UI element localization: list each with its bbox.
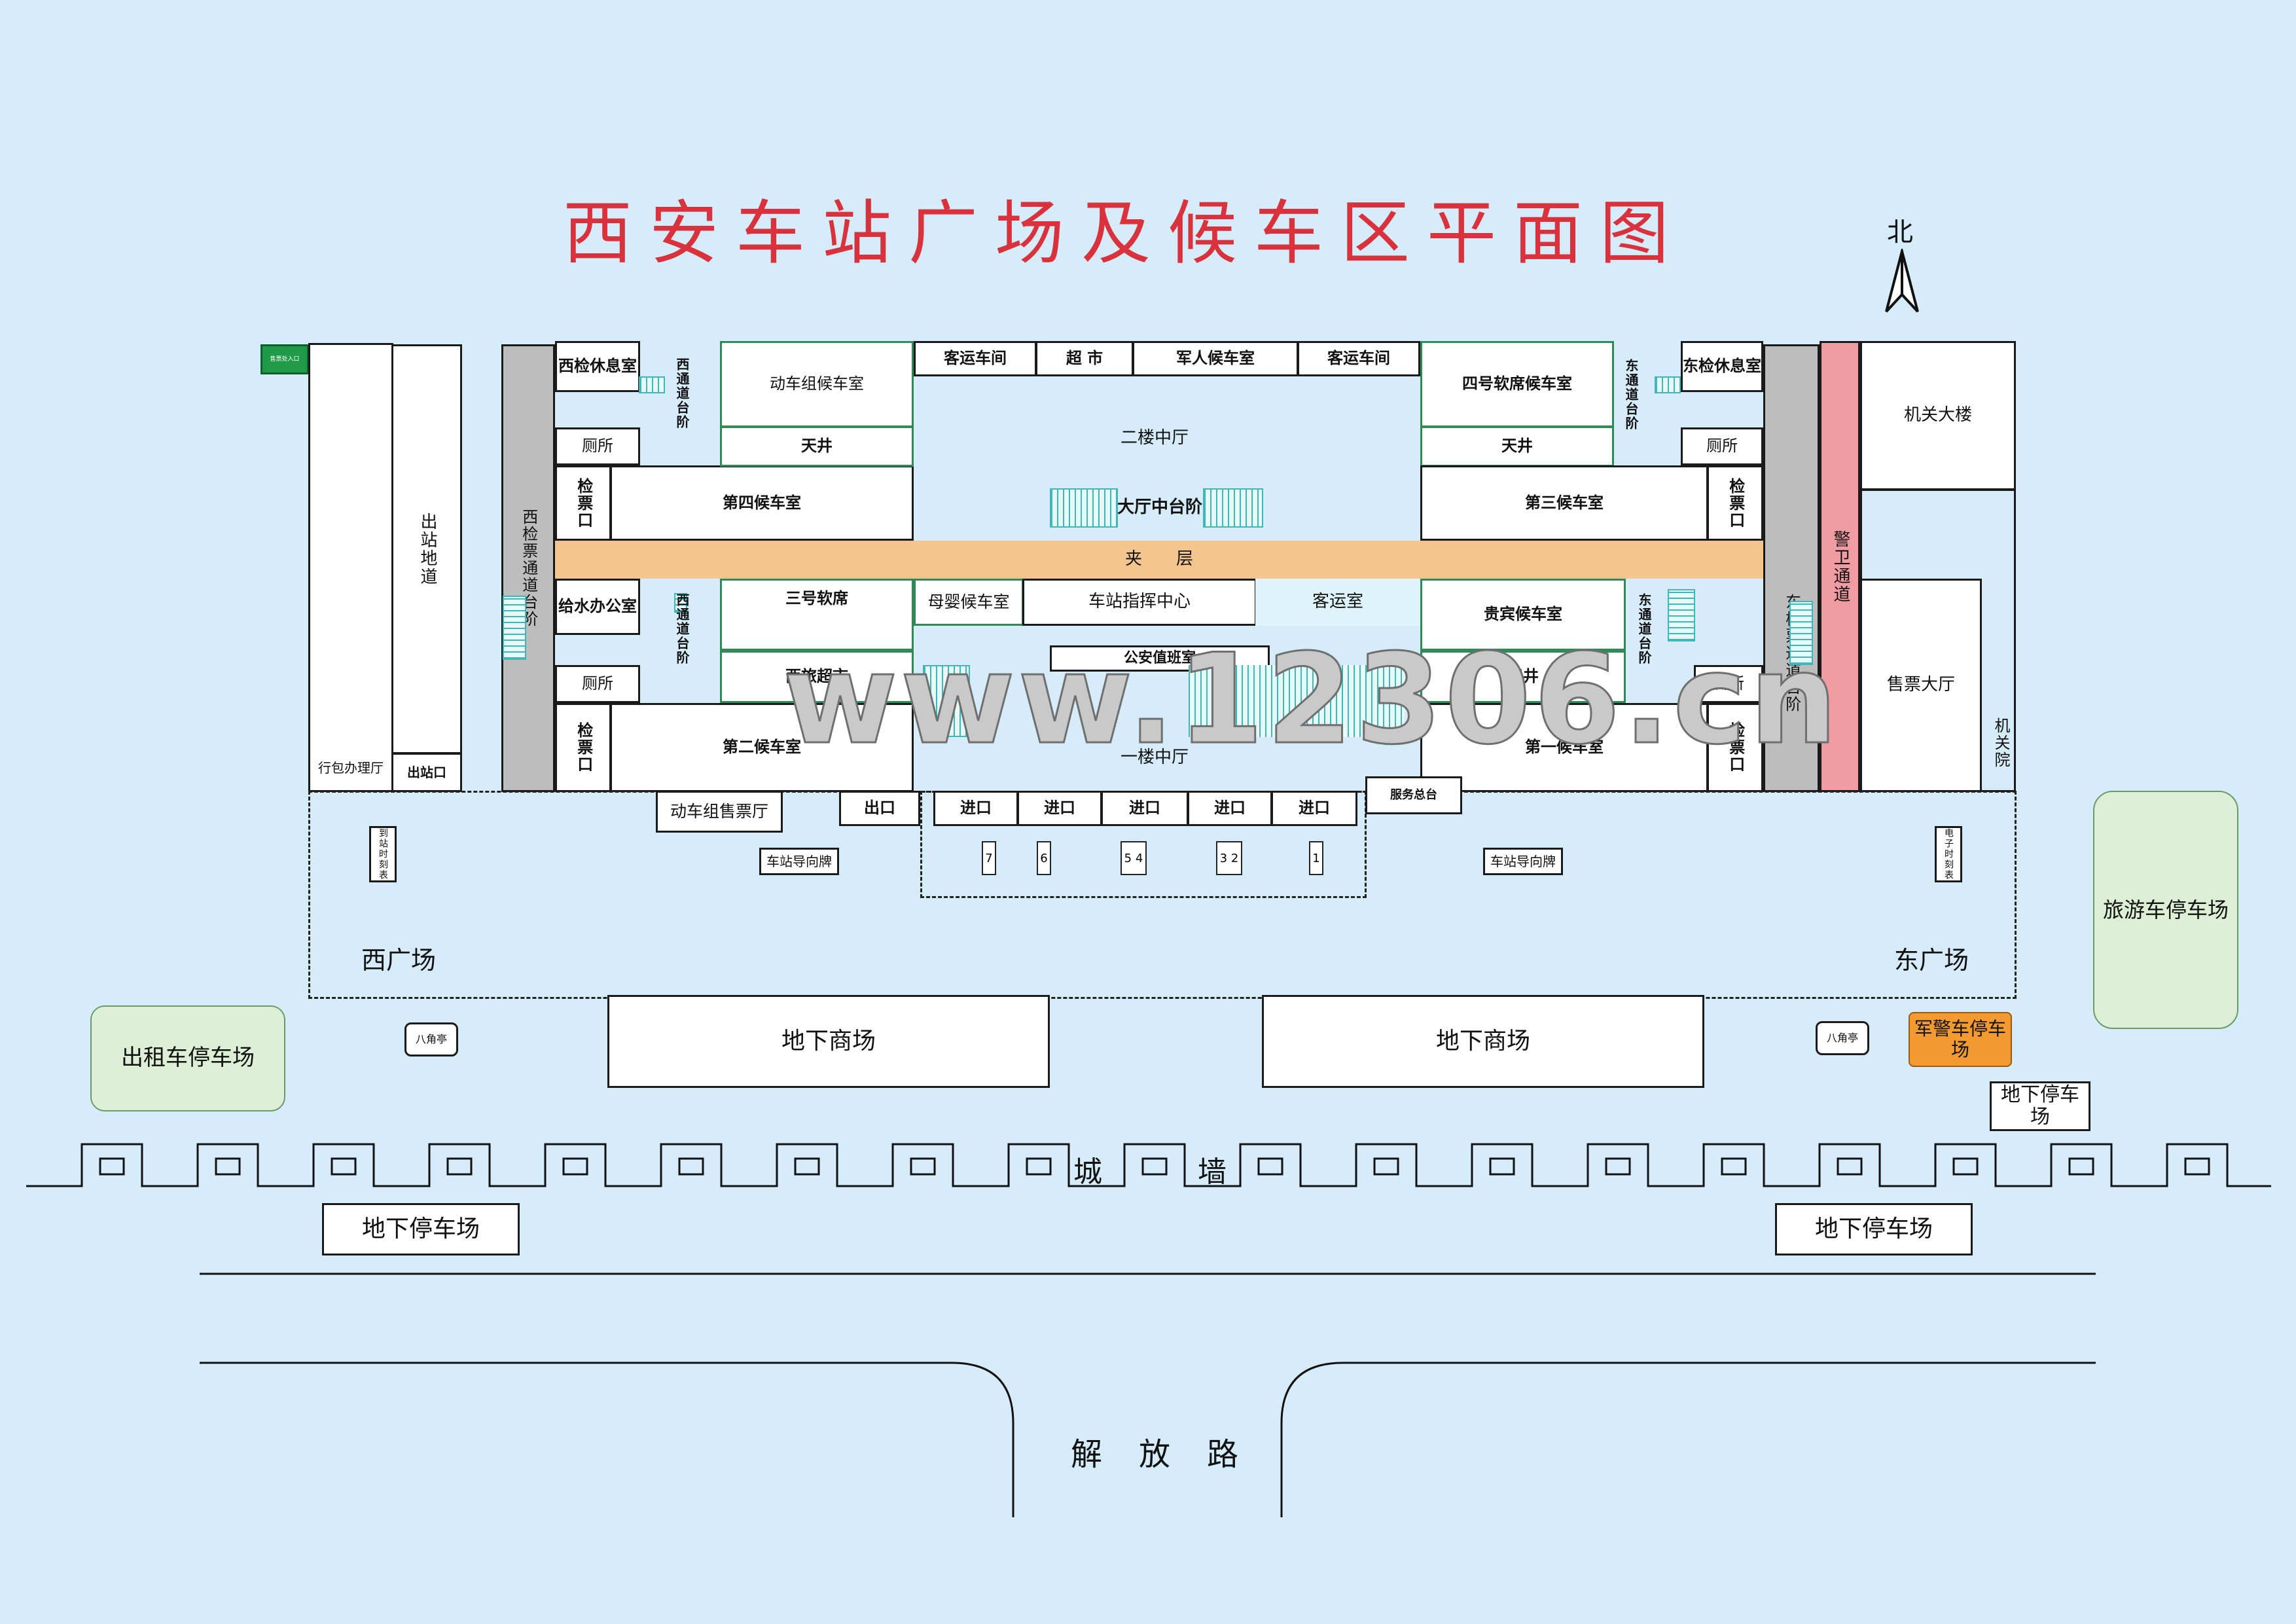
service-desk: 服务总台 xyxy=(1365,776,1462,814)
central-steps-left xyxy=(1050,488,1118,528)
west-steps-top: 西通道台阶 xyxy=(674,357,690,429)
police-parking: 军警车停车场 xyxy=(1909,1012,2012,1067)
east-steps-top-icon xyxy=(1655,376,1681,393)
military-waiting-room: 军人候车室 xyxy=(1132,341,1299,376)
east-plaza: 东广场 xyxy=(1894,946,1969,975)
second-floor-hall: 二楼中厅 xyxy=(1121,428,1189,448)
north-arrow-icon xyxy=(1885,249,1919,313)
check-gate-sw: 检票口 xyxy=(555,703,611,792)
gate-number-5-4: 5 4 xyxy=(1121,841,1147,875)
emu-waiting-room: 动车组候车室 xyxy=(720,341,914,427)
timetable-west: 到站时刻表 xyxy=(369,826,397,882)
entrance-4: 进口 xyxy=(1187,791,1272,826)
police-duty-room: 公安值班室 xyxy=(1050,645,1270,672)
hall-stairs-right xyxy=(1189,665,1405,737)
gate-number-6: 6 xyxy=(1037,841,1051,875)
toilet-sw: 厕所 xyxy=(555,665,640,703)
check-gate-ne: 检票口 xyxy=(1707,465,1763,541)
east-rest-room: 东检休息室 xyxy=(1681,341,1763,392)
timetable-east: 电子时刻表 xyxy=(1935,826,1962,882)
map-title: 西安车站广场及候车区平面图 xyxy=(563,193,1686,274)
passenger-room-2: 客运车间 xyxy=(1297,341,1420,376)
hall-stairs-left xyxy=(923,665,970,737)
city-wall-label-2: 墙 xyxy=(1198,1155,1227,1189)
passenger-service-room: 客运室 xyxy=(1255,579,1420,626)
east-corridor-stairs xyxy=(1789,601,1813,665)
gate-number-1: 1 xyxy=(1309,841,1323,875)
outlet-tunnel: 出站地道 xyxy=(391,344,462,754)
ticket-entrance-small: 售票处入口 xyxy=(260,344,309,374)
gate-number-7: 7 xyxy=(982,841,996,875)
central-steps-right xyxy=(1203,488,1263,528)
mother-baby-room: 母婴候车室 xyxy=(914,579,1024,626)
taxi-parking: 出租车停车场 xyxy=(90,1005,285,1111)
west-steps-bottom: 西通道台阶 xyxy=(674,593,690,665)
west-plaza: 西广场 xyxy=(361,946,437,975)
west-travel-market: 西旅超市 xyxy=(720,651,914,703)
supermarket: 超 市 xyxy=(1035,341,1134,376)
north-label: 北 xyxy=(1887,217,1913,247)
gate-number-3-2: 3 2 xyxy=(1216,841,1242,875)
city-wall-label-1: 城 xyxy=(1073,1155,1102,1189)
atrium-north: 天井 xyxy=(720,426,914,467)
west-steps-top-icon xyxy=(639,376,665,393)
direction-sign-west: 车站导向牌 xyxy=(759,848,839,875)
water-office: 给水办公室 xyxy=(555,579,640,635)
command-center: 车站指挥中心 xyxy=(1022,579,1257,626)
pavilion-west: 八角亭 xyxy=(404,1022,458,1056)
underground-parking-west: 地下停车场 xyxy=(322,1203,520,1255)
central-steps: 大厅中台阶 xyxy=(1117,497,1202,518)
mezzanine: 夹 层 xyxy=(555,541,1763,579)
west-steps-bottom-icon xyxy=(674,593,687,613)
guard-passage: 警卫通道 xyxy=(1820,341,1860,792)
exit-small: 出站口 xyxy=(391,753,462,792)
toilet-ne: 厕所 xyxy=(1681,427,1763,465)
toilet-se: 厕所 xyxy=(1694,665,1763,703)
entrance-5: 进口 xyxy=(1271,791,1357,826)
entrance-3: 进口 xyxy=(1101,791,1189,826)
passenger-room-1: 客运车间 xyxy=(914,341,1037,376)
office-yard: 机关院 xyxy=(1992,717,2010,768)
entrance-2: 进口 xyxy=(1017,791,1102,826)
tourist-parking: 旅游车停车场 xyxy=(2093,791,2238,1029)
toilet-nw: 厕所 xyxy=(555,427,640,465)
emu-ticket-hall: 动车组售票厅 xyxy=(656,791,783,833)
first-floor-hall: 一楼中厅 xyxy=(1121,748,1189,767)
exit-main: 出口 xyxy=(839,791,920,826)
east-steps-top: 东通道台阶 xyxy=(1623,359,1639,431)
west-check-corridor: 西检票通道台阶 xyxy=(501,344,555,792)
west-corridor-stairs xyxy=(503,596,526,660)
soft-waiting-4: 四号软席候车室 xyxy=(1420,341,1614,427)
waiting-room-2: 第二候车室 xyxy=(610,703,914,792)
underground-parking-east: 地下停车场 xyxy=(1775,1203,1973,1255)
entrance-1: 进口 xyxy=(933,791,1018,826)
west-rest-room: 西检休息室 xyxy=(555,341,640,392)
east-steps-bottom-icon xyxy=(1668,589,1695,641)
pavilion-east: 八角亭 xyxy=(1816,1021,1869,1055)
underground-parking-ne: 地下停车场 xyxy=(1990,1081,2090,1131)
vip-waiting-room: 贵宾候车室 xyxy=(1420,579,1626,651)
check-gate-se: 检票口 xyxy=(1707,703,1763,792)
soft-waiting-3: 三号软席 xyxy=(720,579,914,651)
waiting-room-3: 第三候车室 xyxy=(1420,465,1708,541)
direction-sign-east: 车站导向牌 xyxy=(1483,848,1563,875)
east-steps-bottom: 东通道台阶 xyxy=(1636,593,1652,665)
atrium-se: 天井 xyxy=(1420,651,1626,703)
jiefang-road: 解 放 路 xyxy=(1071,1436,1242,1473)
underground-mall-west: 地下商场 xyxy=(607,995,1050,1088)
underground-mall-east: 地下商场 xyxy=(1262,995,1704,1088)
watermark: www.12306.cn xyxy=(782,626,1840,773)
